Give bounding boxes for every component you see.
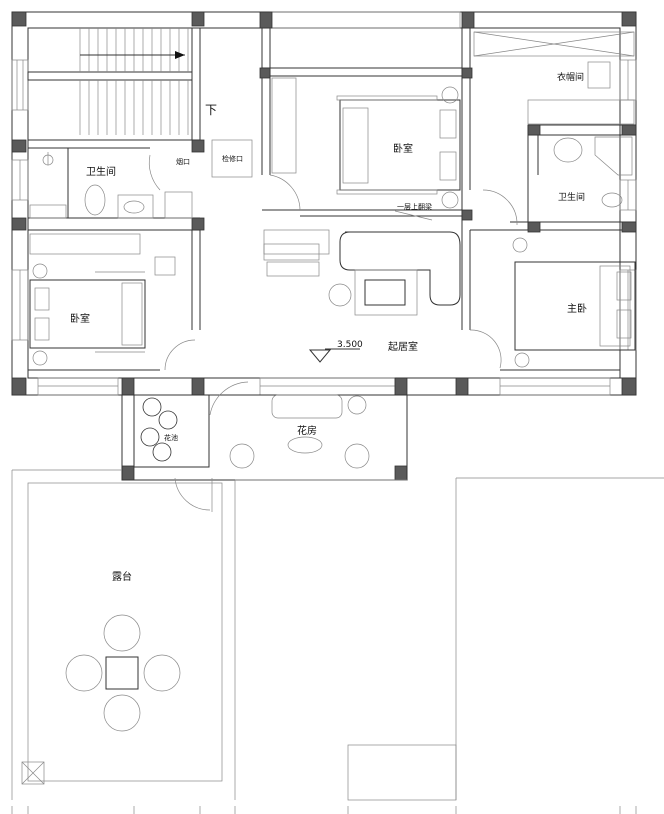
structural-columns: [11, 11, 637, 481]
staircase: 下: [27, 28, 217, 135]
terrace: 露台: [11, 469, 664, 814]
flower-bed-label: 花池: [164, 433, 178, 442]
left-bedroom: 卧室: [29, 233, 196, 371]
access-hatch-label: 检修口: [222, 154, 243, 163]
bedroom-middle-label: 卧室: [393, 142, 413, 155]
terrace-label: 露台: [112, 570, 132, 583]
windows: [11, 11, 637, 396]
stair-down-label: 下: [205, 103, 217, 117]
elevation-label: 3.500: [337, 340, 363, 350]
living-room: 3.500 起居室: [263, 229, 502, 369]
living-room-label: 起居室: [388, 340, 418, 353]
bedroom-left-label: 卧室: [70, 312, 90, 325]
closet-and-right-bathroom: 衣帽间 卫生间: [473, 31, 635, 226]
beam-note-label: 一层上翻梁: [397, 202, 432, 211]
left-bathroom: 卫生间 烟口 检修口: [29, 139, 253, 219]
sunroom-label: 花房: [297, 424, 317, 437]
master-bedroom-label: 主卧: [567, 302, 587, 315]
closet-label: 衣帽间: [557, 71, 584, 83]
bath-right-label: 卫生间: [558, 191, 585, 203]
bath-left-label: 卫生间: [86, 165, 116, 178]
exterior-walls: [11, 11, 637, 396]
sunroom: 花池 花房: [121, 381, 408, 512]
flue-label: 烟口: [176, 157, 190, 166]
terrace-table-set: [65, 614, 181, 732]
middle-bedroom: 卧室 一层上翻梁: [269, 77, 461, 221]
master-bedroom: 主卧: [512, 237, 636, 368]
